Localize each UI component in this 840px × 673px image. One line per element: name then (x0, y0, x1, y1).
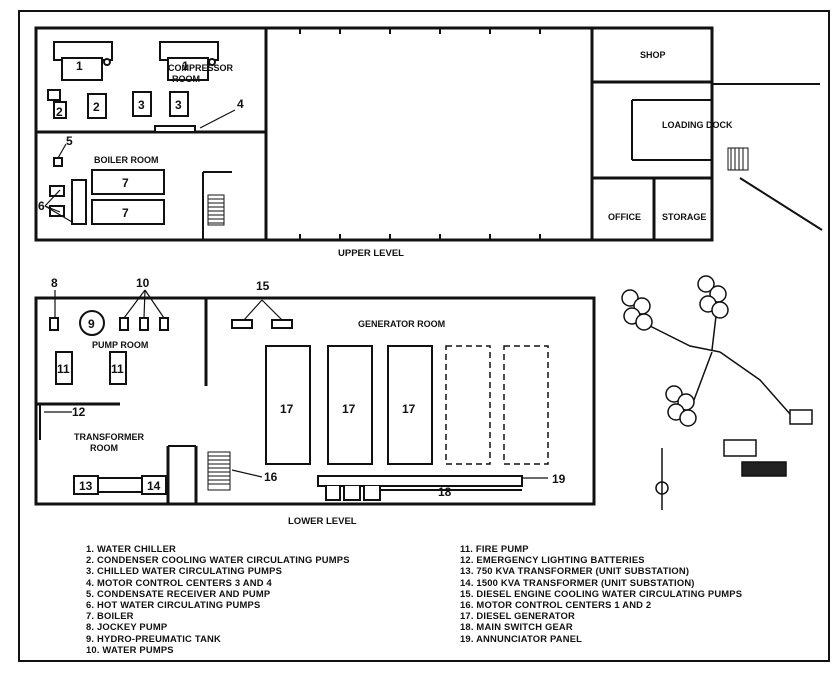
upper-level-label: UPPER LEVEL (338, 248, 404, 259)
marker-6: 6 (38, 199, 45, 213)
marker-14: 14 (147, 479, 161, 493)
site-plan-inset (621, 275, 813, 510)
marker-18: 18 (438, 485, 452, 499)
marker-1a: 1 (76, 59, 83, 73)
marker-8: 8 (51, 276, 58, 290)
marker-1b: 1 (182, 59, 189, 73)
marker-11a: 11 (57, 362, 70, 376)
loading-dock-label: LOADING DOCK (662, 120, 733, 130)
lower-stairs (207, 451, 231, 491)
pump-room-label: PUMP ROOM (92, 340, 148, 350)
marker-9: 9 (88, 317, 95, 331)
generator-room-label: GENERATOR ROOM (358, 319, 445, 329)
lower-level-walls (34, 296, 596, 506)
storage-label: STORAGE (662, 212, 706, 222)
compressor-room-label-2: ROOM (172, 74, 200, 84)
upper-stairs (207, 147, 749, 226)
transformer-room-label-2: ROOM (90, 443, 118, 453)
transformer-equipment (73, 475, 167, 495)
transformer-room-label: TRANSFORMER (74, 432, 144, 442)
boiler-room-label: BOILER ROOM (94, 155, 159, 165)
leader-lines-lower (44, 289, 548, 479)
compressor-equipment (47, 41, 219, 133)
marker-4: 4 (237, 97, 244, 111)
lower-level-details (35, 404, 196, 447)
boiler-equipment (49, 157, 165, 225)
marker-16: 16 (264, 470, 278, 484)
marker-7b: 7 (122, 206, 129, 220)
marker-2a: 2 (56, 105, 63, 119)
drawing-frame (18, 10, 830, 662)
lower-level-label: LOWER LEVEL (288, 516, 357, 527)
marker-3b: 3 (175, 98, 182, 112)
leader-lines-upper (44, 109, 236, 223)
upper-level-walls (34, 26, 714, 242)
shop-label: SHOP (640, 50, 666, 60)
marker-15: 15 (256, 279, 270, 293)
marker-11b: 11 (111, 362, 124, 376)
pump-equipment (49, 310, 293, 385)
marker-19: 19 (552, 472, 566, 486)
compressor-room-label: COMPRESSOR (168, 63, 234, 73)
marker-17a: 17 (280, 402, 294, 416)
marker-7a: 7 (122, 176, 129, 190)
future-generators (445, 345, 549, 465)
marker-12: 12 (72, 405, 86, 419)
marker-13: 13 (79, 479, 93, 493)
marker-3a: 3 (138, 98, 145, 112)
marker-17b: 17 (342, 402, 356, 416)
marker-17c: 17 (402, 402, 416, 416)
marker-5: 5 (66, 134, 73, 148)
generators (265, 345, 433, 465)
marker-10: 10 (136, 276, 150, 290)
upper-level-details (202, 28, 823, 240)
marker-2b: 2 (93, 100, 100, 114)
office-label: OFFICE (608, 212, 641, 222)
switch-gear (317, 475, 523, 501)
